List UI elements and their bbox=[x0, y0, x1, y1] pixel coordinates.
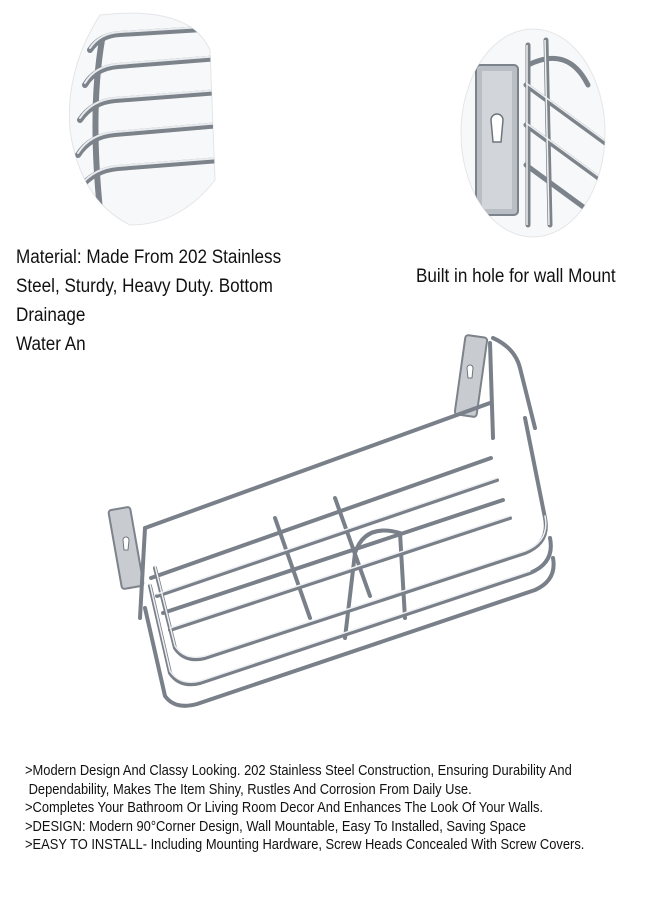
wall-mount-caption: Built in hole for wall Mount bbox=[416, 266, 616, 287]
material-description: Material: Made From 202 Stainless Steel,… bbox=[16, 243, 286, 359]
feature-list: >Modern Design And Classy Looking. 202 S… bbox=[25, 762, 627, 855]
wire-corner-detail-image bbox=[68, 12, 216, 226]
material-line-2: Steel, Sturdy, Heavy Duty. Bottom bbox=[16, 276, 273, 297]
material-line-4: Water An bbox=[16, 334, 86, 355]
feature-item-3: >DESIGN: Modern 90°Corner Design, Wall M… bbox=[25, 817, 526, 835]
wire-shelf-basket-image bbox=[107, 334, 556, 708]
feature-item-4: >EASY TO INSTALL- Including Mounting Har… bbox=[25, 836, 585, 854]
feature-item-2: >Completes Your Bathroom Or Living Room … bbox=[25, 799, 544, 817]
wall-mount-detail-image bbox=[460, 28, 606, 238]
feature-item-1: >Modern Design And Classy Looking. 202 S… bbox=[25, 762, 572, 779]
feature-item-1-cont: Dependability, Makes The Item Shiny, Rus… bbox=[25, 780, 472, 798]
material-line-3: Drainage bbox=[16, 305, 86, 326]
material-line-1: Material: Made From 202 Stainless bbox=[16, 247, 282, 268]
